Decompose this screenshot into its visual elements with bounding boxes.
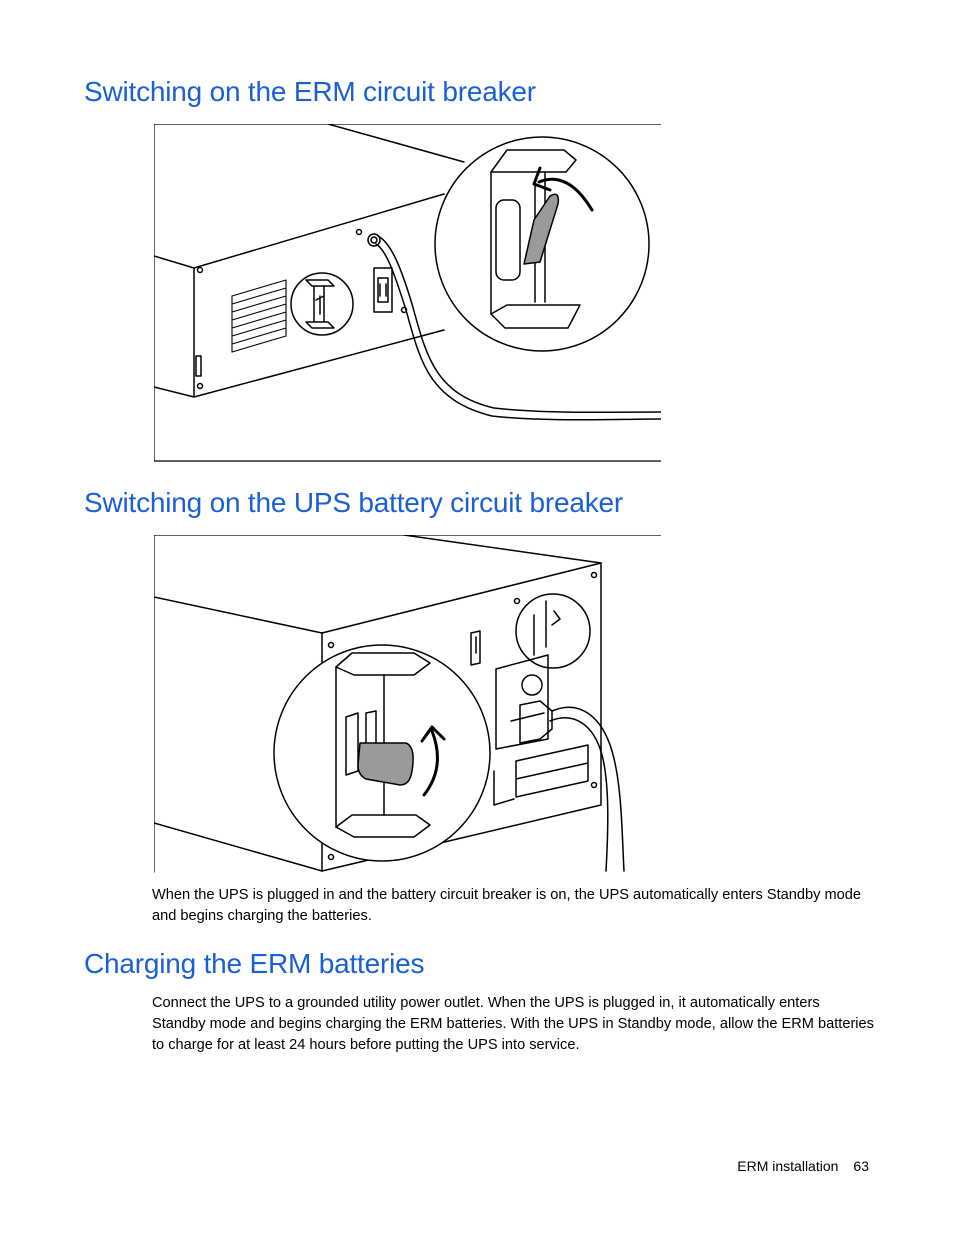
section-heading-erm-breaker: Switching on the ERM circuit breaker	[84, 76, 536, 107]
footer-section-label: ERM installation	[737, 1158, 839, 1174]
ups-standby-note: When the UPS is plugged in and the batte…	[152, 887, 861, 924]
section-heading-charging: Charging the ERM batteries	[84, 948, 425, 979]
charging-instructions: Connect the UPS to a grounded utility po…	[152, 995, 874, 1053]
page-number: 63	[853, 1158, 869, 1174]
section-heading-ups-breaker: Switching on the UPS battery circuit bre…	[84, 487, 624, 518]
page-footer: ERM installation 63	[737, 1158, 869, 1174]
erm-breaker-illustration	[154, 124, 661, 462]
ups-breaker-illustration	[154, 535, 661, 873]
